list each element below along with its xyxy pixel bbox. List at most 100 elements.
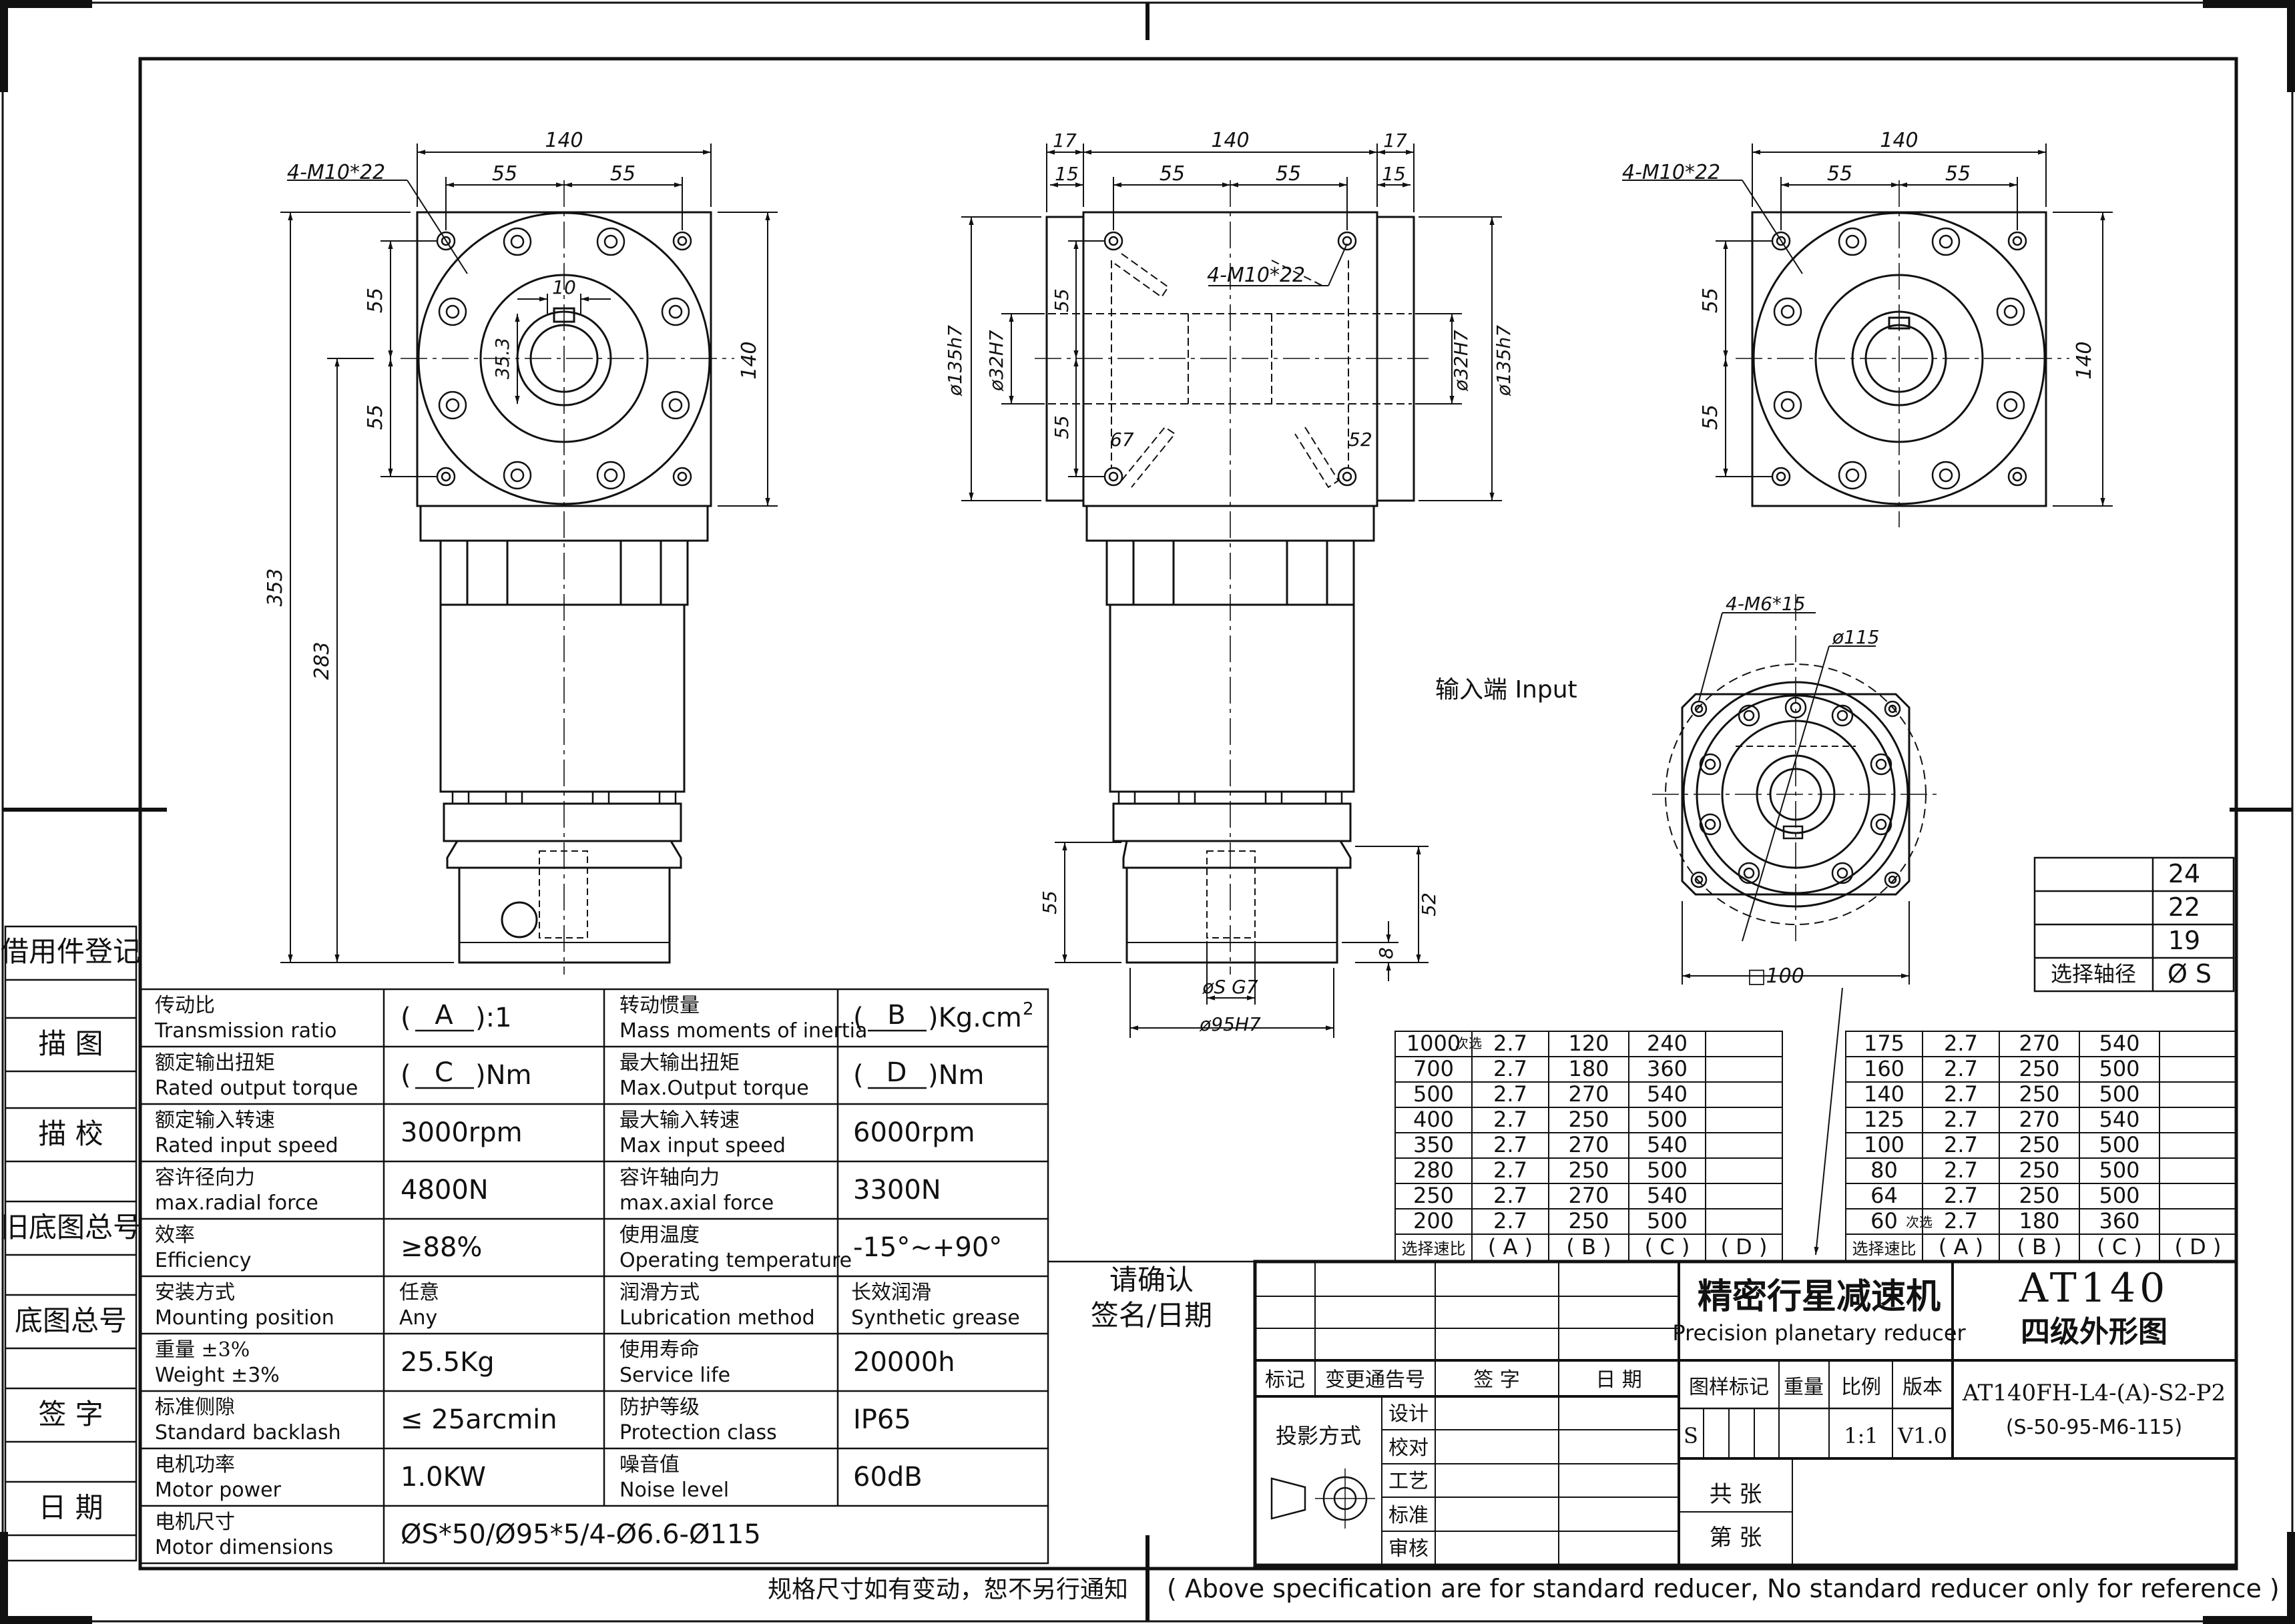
spec-value: 1.0KW [401, 1462, 486, 1493]
spec-label-en: Protection class [619, 1421, 777, 1444]
model-code: AT140FH-L4-(A)-S2-P2 [1962, 1380, 2226, 1406]
spec-label-cn: 使用温度 [619, 1224, 700, 1247]
ratio-cell: 175 [1864, 1031, 1904, 1056]
right-dim-55-left: 55 [1827, 162, 1852, 186]
ratio-footer: ( B ) [1566, 1234, 1611, 1260]
ratio-cell: 200 [1413, 1208, 1454, 1234]
side-label-date: 日 期 [38, 1491, 103, 1524]
ratio-cell: 270 [1568, 1183, 1609, 1208]
spec-value-code: A [435, 1000, 453, 1031]
input-thread-note: 4-M6*15 [1726, 593, 1806, 615]
product-title-en: Precision planetary reducer [1672, 1320, 1966, 1346]
shaft-size-22: 22 [2168, 892, 2200, 922]
side-label-check: 描 校 [38, 1117, 103, 1150]
middle-view-labels: 17 140 17 15 55 55 15 4-M10*22 ø135h7 ø3… [944, 129, 1515, 1035]
ratio-cell: 540 [1647, 1081, 1688, 1107]
ratio-cell: 2.7 [1493, 1031, 1527, 1056]
spec-label-en: max.axial force [619, 1191, 774, 1215]
ratio-cell: 2.7 [1493, 1056, 1527, 1081]
mid-dim-55-upper: 55 [1051, 288, 1073, 312]
front-dim-55-right: 55 [610, 162, 635, 186]
spec-label-cn: 容许轴向力 [619, 1166, 720, 1189]
spec-value-unit: ):1 [475, 1003, 512, 1033]
mid-shaft-left: ø32H7 [985, 330, 1007, 392]
spec-label-en: Lubrication method [619, 1306, 815, 1330]
mid-dim-17-left: 17 [1053, 129, 1077, 152]
approval-process: 工艺 [1388, 1470, 1429, 1493]
ratio-cell: 540 [2099, 1107, 2139, 1132]
ratio-cell: 250 [1568, 1208, 1609, 1234]
ratio-cell: 80 [1870, 1157, 1898, 1183]
spec-label-cn: 最大输入转速 [619, 1109, 740, 1132]
right-view-dims [1622, 144, 2113, 507]
spec-label-en: Operating temperature [619, 1249, 852, 1272]
ratio-cell: 2.7 [1493, 1081, 1527, 1107]
ratio-cell: 270 [1568, 1081, 1609, 1107]
ratio-cell: 2.7 [1944, 1031, 1978, 1056]
ratio-cell: 500 [2099, 1132, 2139, 1157]
ratio-cell: 2.7 [1944, 1157, 1978, 1183]
ratio-cell: 540 [1647, 1183, 1688, 1208]
ratio-cell: 160 [1864, 1056, 1904, 1081]
input-pcd: ø115 [1832, 626, 1880, 648]
spec-label-cn: 转动惯量 [619, 994, 700, 1017]
spec-label-en: Max input speed [619, 1134, 786, 1157]
title-block-grid [1253, 1260, 2238, 1567]
ratio-cell: 500 [1413, 1081, 1454, 1107]
ratio-cell: 500 [1647, 1157, 1688, 1183]
spec-label-cn: 传动比 [155, 994, 215, 1017]
input-square: □100 [1747, 965, 1804, 988]
approval-design: 设计 [1388, 1402, 1429, 1426]
approval-check: 校对 [1388, 1436, 1429, 1460]
spec-label-cn: 额定输入转速 [155, 1109, 275, 1132]
header-drawing-mark: 图样标记 [1689, 1376, 1769, 1399]
spec-value: 3000rpm [401, 1117, 523, 1148]
product-title-cn: 精密行星减速机 [1698, 1276, 1941, 1317]
mid-pilot-left: ø135h7 [944, 325, 966, 396]
title-block: 精密行星减速机 Precision planetary reducer AT14… [1265, 1265, 2226, 1561]
front-dim-55-lower: 55 [364, 404, 387, 430]
middle-view [1035, 180, 1429, 975]
spec-value: 4800N [401, 1175, 489, 1205]
spec-label-en: Service life [619, 1364, 730, 1387]
side-label-trace: 描 图 [38, 1027, 103, 1060]
ratio-cell: 2.7 [1493, 1208, 1527, 1234]
ratio-cell: 250 [1568, 1107, 1609, 1132]
right-view-labels: 140 55 55 4-M10*22 140 55 55 [1622, 129, 2096, 430]
version-value: V1.0 [1897, 1423, 1947, 1448]
ratio-footer: 选择速比 [1402, 1240, 1466, 1258]
product-model: AT140 [2019, 1265, 2170, 1312]
ratio-footer: 选择速比 [1852, 1240, 1917, 1258]
spec-value: 20000h [853, 1347, 955, 1378]
ratio-cell: 64 [1870, 1183, 1898, 1208]
side-column: 借用件登记 描 图 描 校 旧底图总号 底图总号 签 字 日 期 [1, 925, 141, 1562]
spec-value-code: B [887, 1000, 905, 1031]
ratio-cell: 250 [2019, 1132, 2059, 1157]
spec-label-en: Standard backlash [155, 1421, 341, 1444]
spec-value-en: Any [399, 1306, 437, 1330]
ratio-table-left-grid [1394, 1031, 1783, 1262]
mid-bottom-55: 55 [1039, 890, 1061, 914]
mid-motor-pilot: ø95H7 [1199, 1013, 1261, 1035]
ratio-footer: ( A ) [1939, 1234, 1983, 1260]
header-version: 版本 [1902, 1376, 1943, 1399]
confirm-box: 请确认 签名/日期 [1048, 1260, 1255, 1332]
ratio-cell: 270 [2019, 1031, 2059, 1056]
right-view [1736, 180, 2069, 527]
mid-thread-note: 4-M10*22 [1207, 264, 1305, 287]
rev-header-date: 日 期 [1595, 1368, 1642, 1392]
ratio-cell: 2.7 [1944, 1056, 1978, 1081]
spec-label-cn: 噪音值 [619, 1453, 680, 1476]
spec-label-en: Mounting position [155, 1306, 334, 1330]
input-view-dims [1682, 612, 1910, 1256]
spec-label-en: Motor dimensions [155, 1536, 333, 1559]
spec-label-cn: 标准侧隙 [155, 1396, 235, 1419]
spec-value-cn: 长效润滑 [851, 1281, 931, 1304]
ratio-cell: 250 [2019, 1183, 2059, 1208]
ratio-note: 次选 [1906, 1214, 1933, 1230]
ratio-footer: ( D ) [2175, 1234, 2222, 1260]
shaft-size-19: 19 [2168, 926, 2200, 955]
spec-label-en: Transmission ratio [154, 1019, 337, 1043]
shaft-size-table: 24 22 19 选择轴径 Ø S [2033, 856, 2235, 993]
